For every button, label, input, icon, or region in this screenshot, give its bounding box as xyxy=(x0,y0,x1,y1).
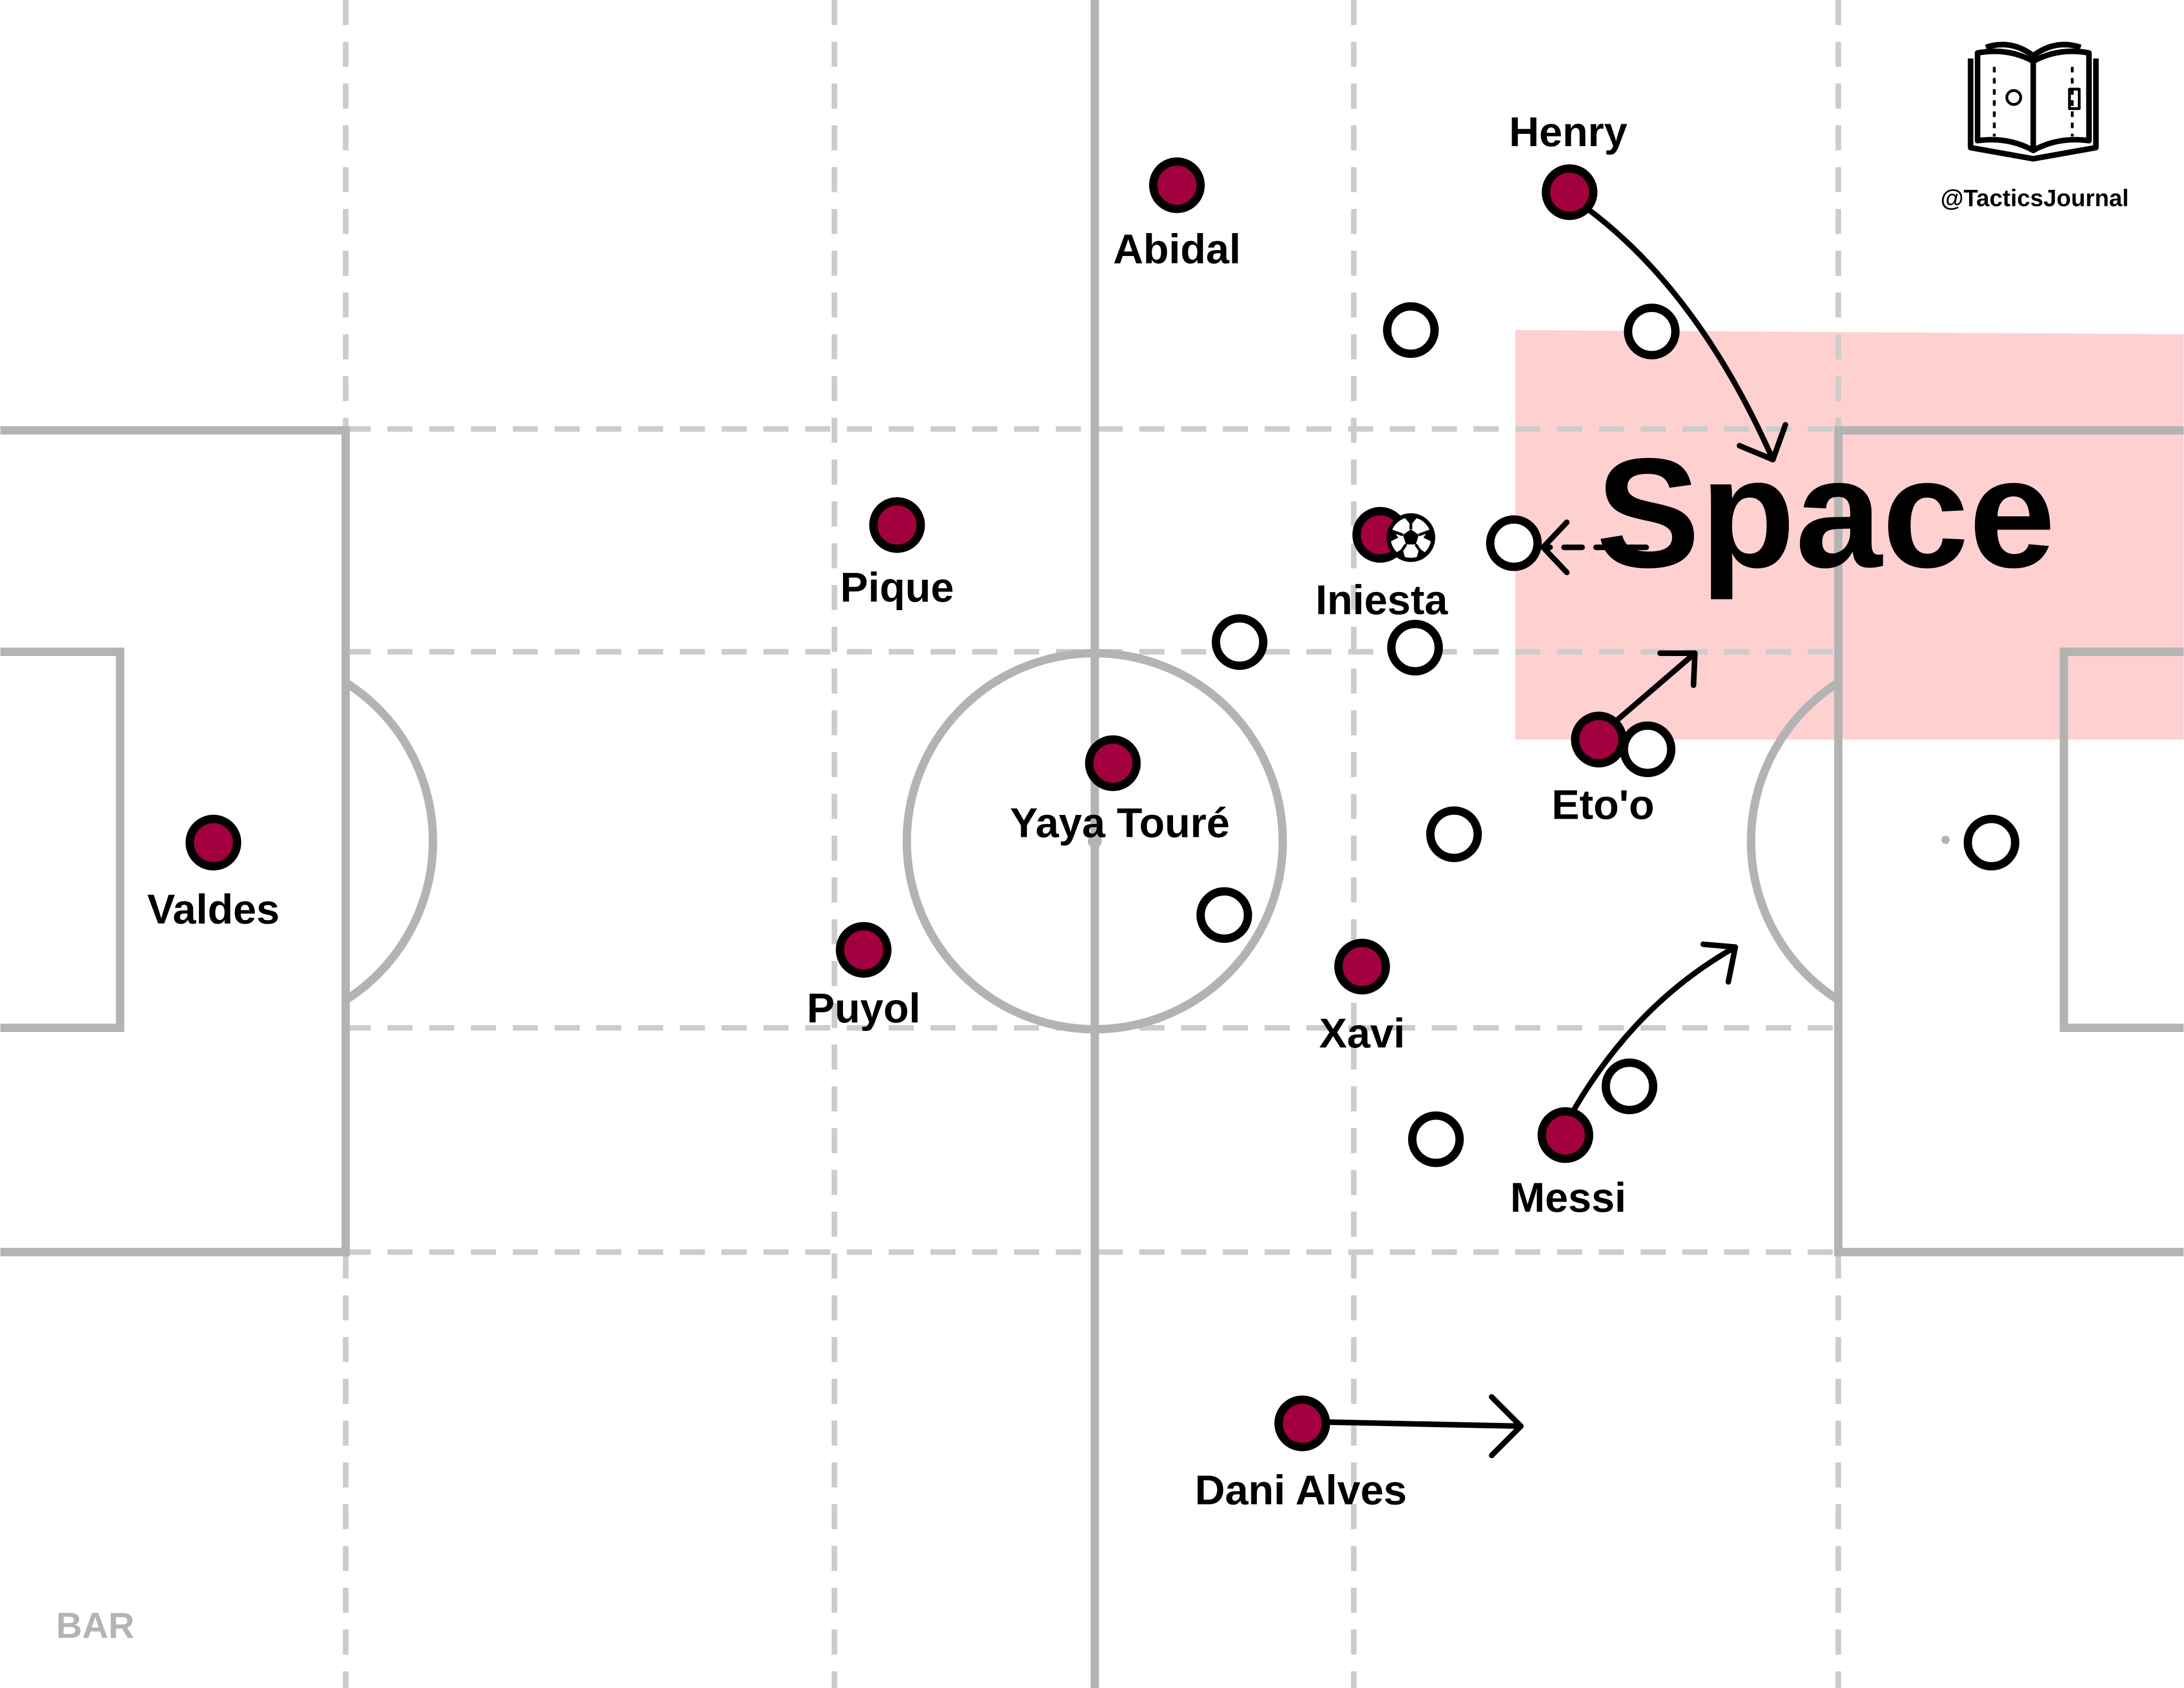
etoo-run-arrow xyxy=(1612,650,1698,724)
player-label-yaya: Yaya Touré xyxy=(1010,799,1230,846)
opponent-marker xyxy=(1619,721,1676,778)
henry-run-arrowhead xyxy=(1737,422,1788,462)
centre-spot xyxy=(1088,834,1102,849)
opponent-marker xyxy=(1408,1111,1464,1167)
opponent-marker xyxy=(1426,806,1482,862)
messi-run-arrow xyxy=(1571,944,1738,1113)
player-label-iniesta: Iniesta xyxy=(1315,577,1449,623)
opponent-marker xyxy=(1211,614,1268,670)
press-arrowhead xyxy=(1540,519,1570,575)
player-label-puyol: Puyol xyxy=(807,985,920,1031)
player-label-henry: Henry xyxy=(1509,108,1627,155)
opponent-marker xyxy=(1196,887,1252,943)
player-marker-xavi xyxy=(1334,939,1390,995)
opponent-marker xyxy=(1601,1058,1658,1115)
etoo-run-arrowhead xyxy=(1657,650,1698,689)
player-label-abidal: Abidal xyxy=(1113,226,1241,273)
team-tag: BAR xyxy=(56,1606,134,1646)
player-marker-henry xyxy=(1541,164,1597,220)
player-label-valdes: Valdes xyxy=(147,885,279,932)
player-marker-yaya xyxy=(1085,735,1141,791)
player-label-etoo: Eto'o xyxy=(1552,781,1655,828)
opponent-marker xyxy=(1963,814,2020,871)
alves-run-arrow xyxy=(1320,1419,1524,1429)
player-marker-messi xyxy=(1537,1107,1594,1163)
brand-handle: @TacticsJournal xyxy=(1940,185,2129,211)
player-marker-abidal xyxy=(1149,157,1205,213)
opponent-marker xyxy=(1624,303,1680,359)
movement-arrows xyxy=(1320,206,1788,1459)
football-icon xyxy=(1386,513,1435,562)
player-marker-etoo xyxy=(1571,711,1627,767)
space-zone-label: Space xyxy=(1596,426,2055,601)
penalty-spot xyxy=(1941,835,1950,844)
opponent-marker xyxy=(1486,515,1542,571)
team-players xyxy=(185,157,1627,1452)
opponent-marker xyxy=(1387,620,1443,676)
player-label-messi: Messi xyxy=(1510,1174,1626,1221)
player-marker-valdes xyxy=(185,814,242,871)
alves-run-arrowhead xyxy=(1489,1394,1524,1459)
open-book-pitch-icon xyxy=(1968,42,2099,162)
player-label-pique: Pique xyxy=(840,564,954,611)
henry-run-arrow xyxy=(1585,206,1776,462)
player-marker-pique xyxy=(869,497,925,553)
messi-run-arrowhead xyxy=(1700,941,1738,985)
opponent-marker xyxy=(1383,302,1439,358)
opponent-players xyxy=(1196,302,2020,1167)
player-marker-puyol xyxy=(836,922,892,978)
player-label-alves: Dani Alves xyxy=(1195,1466,1407,1513)
player-label-xavi: Xavi xyxy=(1319,1010,1405,1057)
player-marker-alves xyxy=(1274,1395,1330,1452)
